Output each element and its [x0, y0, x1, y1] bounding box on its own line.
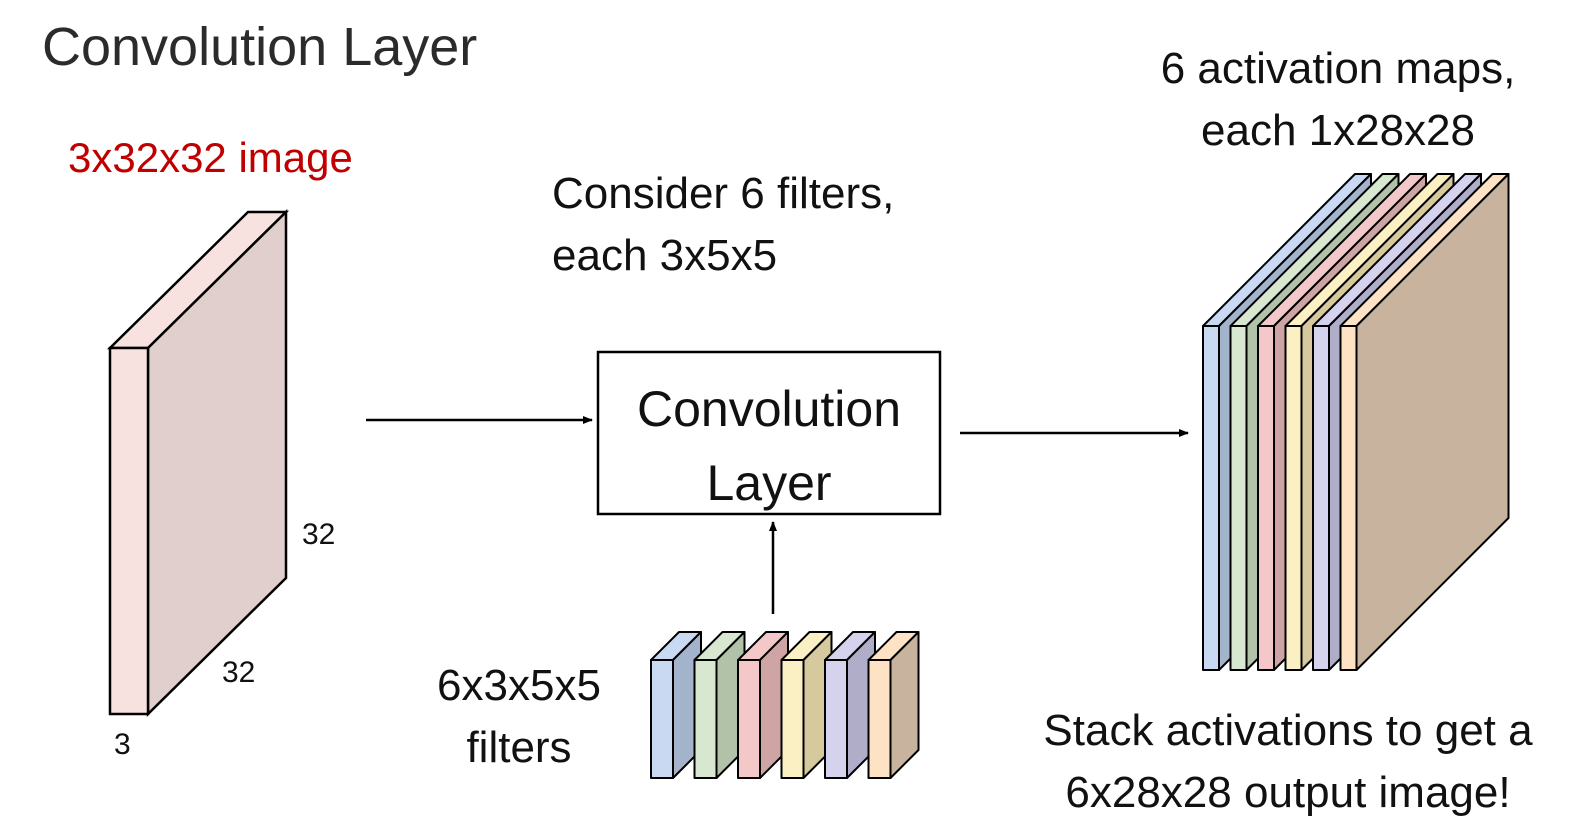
activation-stack [1202, 173, 1510, 671]
filters-description-line2: each 3x5x5 [552, 231, 778, 280]
filter-stack-label-line1: 6x3x5x5 [437, 661, 601, 710]
page-title: Convolution Layer [42, 17, 478, 77]
activation-map-6 [1339, 173, 1510, 671]
output-description-line2: 6x28x28 output image! [1065, 768, 1511, 817]
filters-description: Consider 6 filters, each 3x5x5 [552, 163, 894, 287]
filter-front-face [867, 659, 892, 779]
filter-front-face [737, 659, 761, 779]
output-description-line1: Stack activations to get a [1043, 706, 1533, 755]
output-description: Stack activations to get a 6x28x28 outpu… [998, 700, 1578, 824]
activation-map-front-face [1312, 325, 1330, 671]
input-height-label: 32 [302, 518, 336, 551]
filter-stack-label: 6x3x5x5 filters [404, 655, 634, 779]
activation-map-front-face [1229, 325, 1248, 671]
activation-map-front-face [1339, 325, 1358, 671]
input-volume-front-face [108, 346, 150, 716]
conv-layer-label-line1: Convolution [636, 381, 902, 437]
conv-layer-label: Convolution Layer [598, 372, 940, 520]
filter-front-face [693, 659, 718, 779]
input-volume [106, 209, 290, 717]
activation-maps-label-line1: 6 activation maps, [1160, 44, 1516, 93]
input-volume-side-face [146, 209, 288, 717]
activation-map-front-face [1202, 325, 1220, 671]
filter-1 [650, 631, 702, 779]
input-width-label: 32 [222, 656, 256, 689]
activation-maps-label-line2: each 1x28x28 [1201, 106, 1475, 155]
conv-layer-box [596, 350, 942, 516]
filter-6 [867, 631, 920, 779]
activation-map-front-face [1284, 325, 1303, 671]
filter-front-face [780, 659, 805, 779]
filter-front-face [824, 659, 848, 779]
filter-front-face [650, 659, 674, 779]
activation-map-front-face [1257, 325, 1275, 671]
activation-maps-label: 6 activation maps, each 1x28x28 [1128, 38, 1548, 162]
filters-description-line1: Consider 6 filters, [552, 169, 895, 218]
filter-stack [650, 631, 920, 779]
conv-layer-label-line2: Layer [706, 455, 832, 511]
input-image-label: 3x32x32 image [68, 134, 353, 181]
filter-stack-label-line2: filters [466, 723, 572, 772]
input-channels-label: 3 [114, 728, 131, 761]
